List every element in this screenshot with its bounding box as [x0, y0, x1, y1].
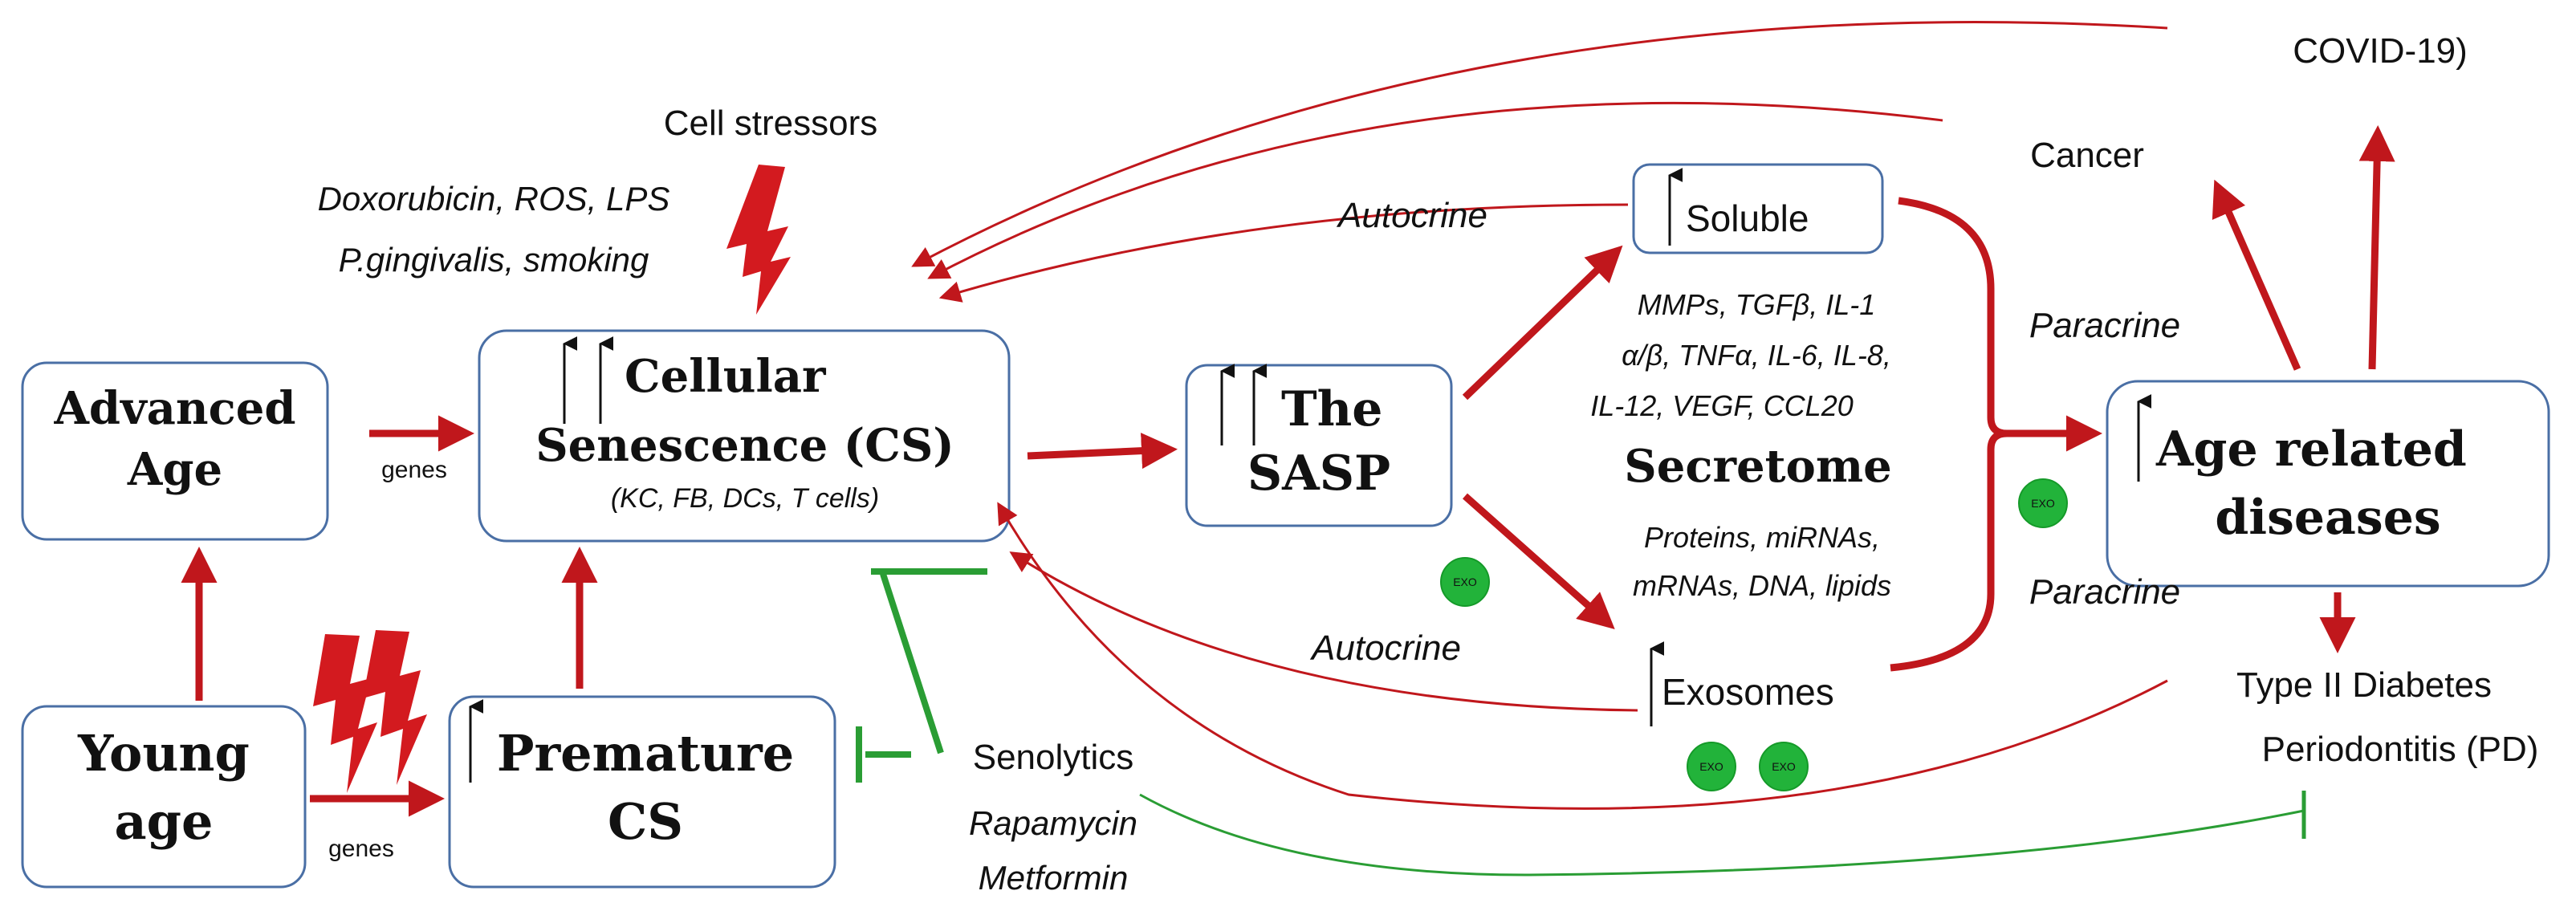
exo-label: EXO [2031, 497, 2055, 510]
lightning-bolt-icon [363, 630, 427, 785]
arrow-autocrine-soluble [938, 203, 1629, 303]
autocrine-top-label: Autocrine [1336, 196, 1487, 235]
genes-label-bottom: genes [328, 836, 394, 862]
covid-label: COVID-19) [2293, 31, 2468, 71]
inhibit-disease-line [1139, 793, 2305, 876]
age-related-diseases-node: Age related diseases [2106, 380, 2550, 588]
stressors-line1: Doxorubicin, ROS, LPS [318, 180, 670, 218]
soluble-node: Soluble [1632, 163, 1884, 254]
soluble-factors-line1: MMPs, TGFβ, IL-1 [1638, 288, 1876, 321]
genes-label-top: genes [381, 457, 447, 483]
arrow-sasp-to-exosomes [1463, 493, 1615, 629]
sasp-node: The SASP [1185, 364, 1453, 527]
stressors-line2: P.gingivalis, smoking [339, 241, 649, 279]
advanced-age-line1: Advanced [53, 382, 295, 435]
arrow-sasp-to-soluble [1462, 245, 1623, 401]
cellular-senescence-node: Cellular Senescence (CS) (KC, FB, DCs, T… [478, 329, 1011, 543]
arrow-cs-to-sasp [1027, 433, 1178, 470]
arrow-to-cancer [2212, 179, 2301, 371]
exo-particles: EXO EXO EXO EXO [1440, 478, 2068, 791]
inhibition-lines [856, 568, 2306, 876]
arrow-cancer-feedback [927, 101, 1943, 279]
diabetes-label: Type II Diabetes [2236, 665, 2492, 705]
exo-label: EXO [1453, 576, 1477, 588]
lightning-bolt-icon [726, 165, 791, 315]
soluble-label: Soluble [1686, 197, 1809, 239]
sasp-line2: SASP [1247, 445, 1390, 502]
premature-cs-node: Premature CS [448, 695, 836, 889]
paracrine-bottom-label: Paracrine [2029, 572, 2180, 612]
exosome-cargo-line1: Proteins, miRNAs, [1644, 521, 1880, 554]
soluble-factors-line3: IL-12, VEGF, CCL20 [1590, 389, 1854, 422]
rapamycin-label: Rapamycin [969, 804, 1137, 842]
soluble-factors-line2: α/β, TNFα, IL-6, IL-8, [1622, 339, 1891, 372]
advanced-age-node: Advanced Age [21, 361, 329, 541]
thick-arrows [181, 125, 2395, 817]
exo-label: EXO [1772, 760, 1796, 773]
paracrine-top-label: Paracrine [2029, 306, 2180, 345]
exosomes-label-node: Exosomes [1650, 641, 1834, 726]
lightning-bolt-icon [313, 634, 377, 793]
cs-subtitle: (KC, FB, DCs, T cells) [611, 483, 879, 514]
young-age-line2: age [115, 792, 214, 851]
secretome-label: Secretome [1624, 440, 1891, 493]
exosome-icon [1759, 742, 1809, 791]
periodontitis-label: Periodontitis (PD) [2262, 730, 2539, 769]
stressor-bolts [313, 165, 791, 793]
exosome-icon [1687, 742, 1736, 791]
arrow-autocrine-exosomes [1009, 551, 1638, 712]
exosome-icon [2018, 478, 2068, 528]
cancer-label: Cancer [2030, 136, 2144, 175]
premature-line2: CS [608, 792, 683, 851]
arrow-to-covid [2358, 125, 2395, 370]
metformin-label: Metformin [979, 859, 1129, 897]
senolytics-label: Senolytics [973, 738, 1134, 777]
exosome-cargo-line2: mRNAs, DNA, lipids [1633, 569, 1891, 602]
cs-line1: Cellular [625, 350, 827, 403]
thin-arrows [911, 21, 2168, 810]
cs-line2: Senescence (CS) [535, 419, 954, 472]
cell-stressors-label: Cell stressors [664, 104, 878, 143]
premature-line1: Premature [497, 724, 794, 783]
young-age-line1: Young [77, 724, 250, 783]
inhibit-cs-line [880, 572, 944, 754]
young-age-node: Young age [21, 705, 307, 889]
ard-line1: Age related [2155, 421, 2467, 478]
exosomes-label: Exosomes [1662, 671, 1834, 713]
arrow-diseases-feedback [997, 502, 2168, 810]
exosome-icon [1440, 557, 1490, 607]
sasp-line1: The [1281, 381, 1382, 437]
advanced-age-line2: Age [127, 443, 222, 496]
autocrine-bottom-label: Autocrine [1309, 628, 1461, 668]
ard-line2: diseases [2215, 490, 2440, 546]
exo-label: EXO [1699, 760, 1723, 773]
arrow-exosomes-to-diseases [1890, 429, 2008, 672]
arrow-covid-feedback [911, 21, 2168, 267]
